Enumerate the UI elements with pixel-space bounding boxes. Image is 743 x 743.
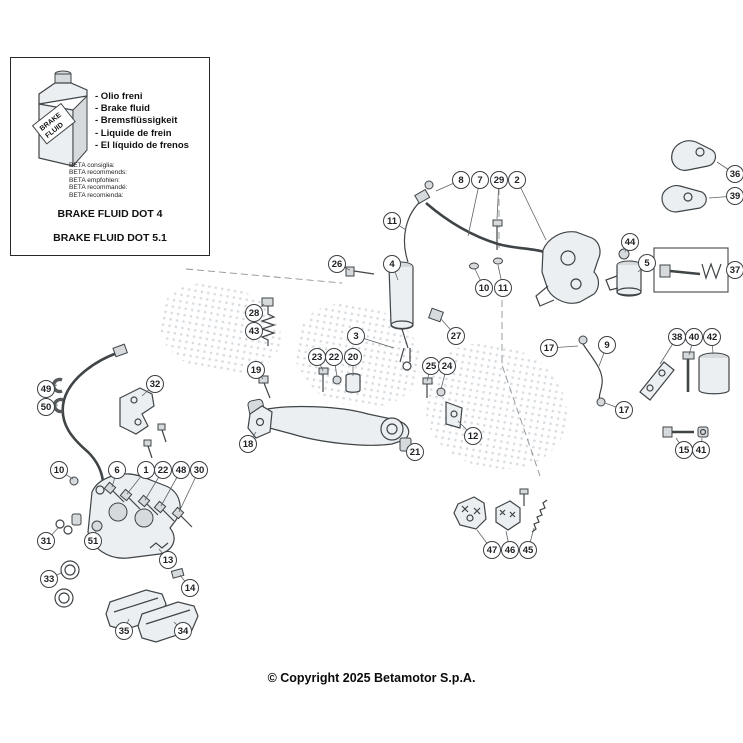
part-callout-42: 42	[703, 328, 721, 346]
beta-recommendation: BETA consiglia:	[69, 162, 115, 169]
part-callout-28: 28	[245, 304, 263, 322]
part-callout-8: 8	[452, 171, 470, 189]
part-callout-38: 38	[668, 328, 686, 346]
part-callout-26: 26	[328, 255, 346, 273]
part-callout-33: 33	[40, 570, 58, 588]
part-callout-11: 11	[494, 279, 512, 297]
part-callout-11: 11	[383, 212, 401, 230]
rear-caliper	[535, 231, 601, 307]
part-callout-34: 34	[174, 622, 192, 640]
part-callout-44: 44	[621, 233, 639, 251]
part-callout-39: 39	[726, 187, 743, 205]
part-callout-24: 24	[438, 357, 456, 375]
pedal-tip-kit	[453, 488, 548, 533]
rear-master-cylinder	[345, 261, 444, 371]
part-callout-22: 22	[325, 348, 343, 366]
part-callout-49: 49	[37, 380, 55, 398]
part-callout-30: 30	[190, 461, 208, 479]
part-callout-29: 29	[490, 171, 508, 189]
part-callout-20: 20	[344, 348, 362, 366]
part-callout-22: 22	[154, 461, 172, 479]
part-callout-9: 9	[598, 336, 616, 354]
part-callout-43: 43	[245, 322, 263, 340]
return-spring-and-clip	[260, 297, 276, 346]
bracket-roller-kit	[639, 351, 730, 401]
hose-guide-rod	[578, 335, 606, 407]
part-callout-15: 15	[675, 441, 693, 459]
leader-line-2	[516, 179, 547, 241]
beta-recommendation: BETA recommandé:	[69, 184, 128, 192]
part-callout-14: 14	[181, 579, 199, 597]
part-callout-45: 45	[519, 541, 537, 559]
part-callout-5: 5	[638, 254, 656, 272]
bottle-label: BRAKE FLUID	[31, 102, 76, 145]
part-callout-17: 17	[540, 339, 558, 357]
brake-fluid-info-box: BRAKE FLUID - Olio freni - Brake fluid -…	[10, 57, 210, 256]
part-callout-23: 23	[308, 348, 326, 366]
fastener-pair-right	[662, 426, 709, 438]
dot51-label: BRAKE FLUID DOT 5.1	[53, 232, 167, 244]
part-callout-51: 51	[84, 532, 102, 550]
part-callout-36: 36	[726, 165, 743, 183]
front-caliper	[69, 473, 181, 559]
part-callout-31: 31	[37, 532, 55, 550]
part-callout-1: 1	[137, 461, 155, 479]
part-callout-19: 19	[247, 361, 265, 379]
fluid-name: - Brake fluid	[95, 103, 150, 115]
part-callout-12: 12	[464, 427, 482, 445]
part-callout-41: 41	[692, 441, 710, 459]
part-callout-46: 46	[501, 541, 519, 559]
fluid-name-list: - Olio freni - Brake fluid - Bremsflüssi…	[95, 91, 189, 152]
fluid-name: - Bremsflüssigkeit	[95, 115, 178, 127]
part-callout-50: 50	[37, 398, 55, 416]
construction-dash-lines	[185, 188, 541, 477]
beta-recommendation: BETA recomienda:	[69, 191, 124, 199]
part-callout-18: 18	[239, 435, 257, 453]
hose-clamps-upper-right	[661, 140, 717, 213]
part-callout-2: 2	[508, 171, 526, 189]
part-callout-35: 35	[115, 622, 133, 640]
fluid-name: - Olio freni	[95, 91, 143, 102]
pedal-mount-bracket	[247, 405, 273, 439]
beta-recommendation: BETA empfohlen:	[69, 176, 120, 184]
part-callout-27: 27	[447, 327, 465, 345]
part-callout-37: 37	[726, 261, 743, 279]
part-callout-13: 13	[159, 551, 177, 569]
beta-recommendation-list: BETA consiglia: BETA recommends: BETA em…	[69, 162, 128, 199]
leader-line-7	[467, 179, 481, 237]
dot4-label: BRAKE FLUID DOT 4	[57, 208, 163, 220]
fluid-name: - El líquido de frenos	[95, 139, 189, 151]
part-callout-17: 17	[615, 401, 633, 419]
part-callout-10: 10	[50, 461, 68, 479]
part-callout-6: 6	[108, 461, 126, 479]
beta-recommendation: BETA recommends:	[69, 169, 128, 177]
part-callout-10: 10	[475, 279, 493, 297]
brake-fluid-bottle: BRAKE FLUID	[31, 70, 88, 168]
hose-bracket	[119, 387, 167, 459]
part-callout-7: 7	[471, 171, 489, 189]
part-callout-3: 3	[347, 327, 365, 345]
part-callout-48: 48	[172, 461, 190, 479]
part-callout-47: 47	[483, 541, 501, 559]
fluid-name: - Liquide de frein	[95, 127, 172, 139]
part-callout-21: 21	[406, 443, 424, 461]
part-callout-4: 4	[383, 255, 401, 273]
caliper-seal-kit	[54, 513, 103, 608]
part-callout-40: 40	[685, 328, 703, 346]
rear-brake-hose-upper	[403, 180, 545, 270]
bolt-kit-box	[653, 247, 729, 293]
copyright-text: © Copyright 2025 Betamotor S.p.A.	[267, 671, 476, 685]
part-callout-32: 32	[146, 375, 164, 393]
